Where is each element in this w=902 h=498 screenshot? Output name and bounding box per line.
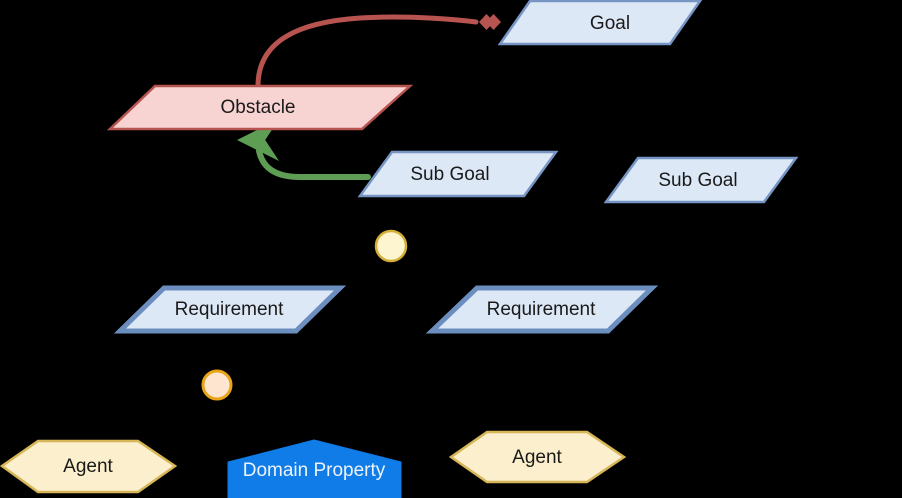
node-obstacle[interactable]: Obstacle: [106, 84, 414, 131]
node-agent-right[interactable]: Agent: [448, 430, 627, 484]
domain-property-shape: [227, 439, 402, 498]
edge-obstruction-line: [255, 14, 479, 89]
agent-left-shape: [0, 439, 178, 494]
requirement-right-shape: [425, 285, 659, 334]
subgoal-left-shape: [357, 150, 559, 198]
edge-resolution[interactable]: [237, 118, 371, 180]
goal-shape: [497, 0, 703, 46]
edge-resolution-line: [237, 118, 371, 180]
requirement-left-shape: [113, 285, 347, 334]
node-agent-left[interactable]: Agent: [0, 439, 178, 494]
obstacle-shape: [106, 84, 414, 131]
agent-right-shape: [448, 430, 627, 484]
edge-obstruction[interactable]: [255, 14, 501, 89]
node-requirement-right[interactable]: Requirement: [425, 285, 659, 334]
refinement-circle-icon: [374, 229, 408, 263]
node-requirement-left[interactable]: Requirement: [113, 285, 347, 334]
subgoal-right-shape: [603, 156, 799, 204]
node-subgoal-right[interactable]: Sub Goal: [603, 156, 799, 204]
node-subgoal-left[interactable]: Sub Goal: [357, 150, 559, 198]
node-goal[interactable]: Goal: [497, 0, 703, 46]
node-domain-property[interactable]: Domain Property: [227, 439, 402, 498]
double-diamond-marker: [479, 14, 501, 30]
refinement-circle-icon-2: [201, 369, 233, 401]
node-refine-node-2[interactable]: [201, 369, 233, 401]
node-refine-node-1[interactable]: [374, 229, 408, 263]
